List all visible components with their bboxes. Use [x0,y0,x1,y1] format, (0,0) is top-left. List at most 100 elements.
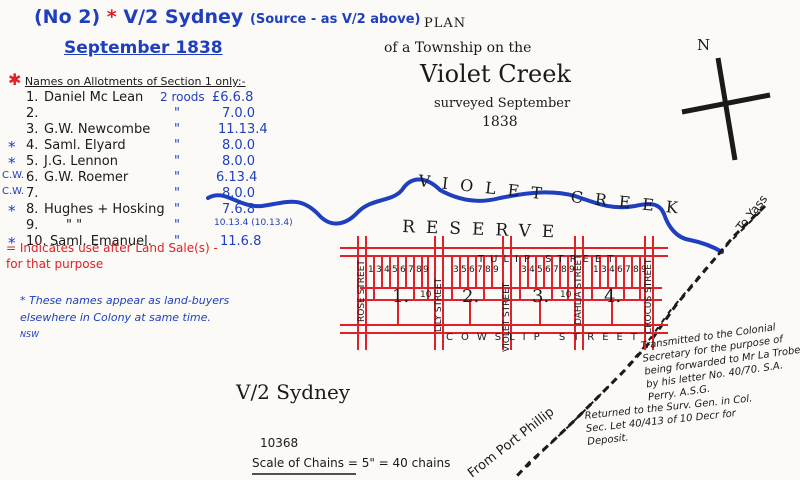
row-name: Saml. Elyard [44,138,126,153]
row-number: 10. [26,234,47,249]
lot-number: 5 [461,265,467,275]
row-marker: C.W. [2,170,25,181]
dahlia-street-label: DAHLIA STREET [574,254,584,325]
row-number: 6. [26,170,39,185]
row-price: 11.13.4 [218,122,268,137]
lot-number: 5 [537,265,543,275]
title-creek-name: Violet Creek [420,60,571,88]
rose-street-label: ROSE STREET [357,260,367,322]
row-number: 1. [26,90,39,105]
row-name: Daniel Mc Lean [44,90,144,105]
header-date: September 1838 [64,38,223,58]
title-plan: PLAN [424,16,467,31]
blue-note-mark: NSW [20,330,39,339]
lot-number: 3 [453,265,459,275]
row-price: 11.6.8 [220,234,262,249]
lot-number: 9 [493,265,499,275]
violet-street-label: VIOLET STREET [502,282,512,352]
row-number: 3. [26,122,39,137]
row-name: Hughes + Hosking [44,202,165,217]
lot-number: 6 [469,265,475,275]
lot-number: 7 [553,265,559,275]
title-township: of a Township on the [384,40,532,56]
to-yass-label: To Yass [733,192,770,234]
street-grid [340,236,668,350]
row-number: 9. [26,218,39,233]
row-name: Saml. Emanuel. [50,234,152,249]
lot-number: 4 [384,265,390,275]
row-size: " [174,234,180,249]
row-size: " [174,202,180,217]
row-price: 8.0.0 [222,154,256,169]
lot-number: 7 [477,265,483,275]
lot-number: 9 [423,265,429,275]
row-number: 2. [26,106,39,121]
cowslip-street-label: COWSLIP STREET [446,332,645,343]
footer-number: 10368 [260,436,299,450]
row-number: 5. [26,154,39,169]
section-number: 2. [462,286,479,307]
header-block: (No 2) * V/2 Sydney (Source - as V/2 abo… [34,6,420,28]
from-port-phillip-label: From Port Phillip [465,405,557,480]
blue-note: * These names appear as land-buyers else… [20,294,230,324]
title-surveyed: surveyed September [434,96,571,111]
violet-creek-line [206,177,724,254]
red-note: = Indicates use after Land Sale(s) - for… [6,241,218,271]
row-price: 8.0.0 [222,138,256,153]
lot-number: 8 [633,265,639,275]
footer-ref: V/2 Sydney [236,380,351,404]
lot-number: 7 [625,265,631,275]
lot-number: 1 [593,265,599,275]
lot-number: 6 [545,265,551,275]
lot-number: 7 [408,265,414,275]
header-number: (No 2) [34,6,101,28]
row-size: " [174,138,180,153]
row-name: G.W. Newcombe [44,122,151,137]
crocus-street-label: CROCUS STREET [644,258,654,334]
lot-number: 3 [521,265,527,275]
lily-street-label: LILY STREET [434,277,444,332]
row-number: 7. [26,186,39,201]
row-price: 10.13.4 (10.13.4) [214,218,293,228]
row-price: 7.6.8 [222,202,256,217]
row-marker: C.W. [2,186,25,197]
row-marker: * [8,138,16,156]
lot-number: 8 [416,265,422,275]
scale-label: Scale of Chains = 5" = 40 chains [252,456,451,470]
row-price: 7.0.0 [222,106,256,121]
blue-note-block: * These names appear as land-buyers else… [20,292,230,347]
row-price: £6.6.8 [212,90,254,105]
heading-asterisk: ✱ [8,70,22,89]
header-source: (Source - as V/2 above) [249,12,421,27]
lot-number: 10 [560,290,572,300]
tulip-street-label: TULIP STREET [477,254,619,265]
north-label: N [697,36,710,54]
row-marker: * [8,154,16,172]
lot-number: 9 [569,265,575,275]
lot-number: 10 [420,290,432,300]
row-size: " [174,106,180,121]
row-size: " [174,154,180,169]
lot-number: 5 [392,265,398,275]
lot-numbers: 1 3 4 5 6 7 8 9 10 3 5 6 7 8 9 3 4 5 6 7… [368,265,647,300]
header-asterisk: * [106,6,117,28]
row-name: J.G. Lennon [44,154,118,169]
lot-number: 4 [609,265,615,275]
row-size: " [174,186,180,201]
row-number: 8. [26,202,39,217]
lot-number: 8 [561,265,567,275]
section-number: 4. [604,286,621,307]
row-marker: * [8,202,16,220]
allotments-heading: Names on Allotments of Section 1 only:- [24,75,246,88]
header-ref: V/2 Sydney [123,6,244,28]
lot-number: 3 [601,265,607,275]
lot-number: 3 [376,265,382,275]
section-number: 3. [532,286,549,307]
row-price: 8.0.0 [222,186,256,201]
title-year: 1838 [482,114,518,130]
allotment-list: 1. Daniel Mc Lean 2 roods £6.6.8 2. " 7.… [0,90,330,258]
reserve-label: RESERVE [402,217,566,243]
lot-number: 6 [400,265,406,275]
lot-number: 8 [485,265,491,275]
